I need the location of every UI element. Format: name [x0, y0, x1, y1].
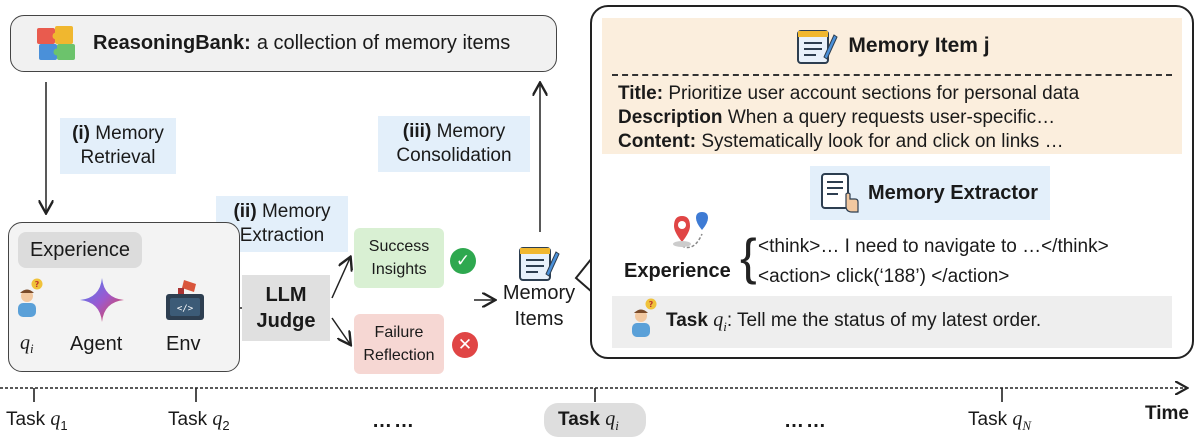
experience-title: Experience [18, 232, 142, 268]
memory-item-header: Memory Item j [602, 18, 1182, 74]
time-label: Time [1145, 403, 1190, 424]
memory-notebook-icon [519, 247, 560, 281]
extractor-label: Memory Extractor [868, 181, 1039, 204]
env-label: Env [166, 333, 201, 355]
document-click-icon [821, 173, 859, 213]
memory-notebook-icon [797, 30, 839, 64]
field-title: Title: Prioritize user account sections … [618, 83, 1080, 104]
timeline-dots-1: …… [372, 410, 416, 432]
experience-q: qi [20, 332, 34, 357]
field-content: Content: Systematically look for and cli… [618, 131, 1064, 152]
current-task-highlight [544, 403, 646, 437]
puzzle-icon [37, 25, 75, 60]
to-success-arrow [331, 258, 350, 299]
panel-experience-label: Experience [624, 260, 731, 282]
panel-tail [574, 257, 593, 293]
think-text: <think>… I need to navigate to …</think> [758, 236, 1109, 257]
cross-icon: ✕ [452, 332, 478, 358]
agent-label: Agent [70, 333, 123, 355]
timeline-task-i: Task qi [558, 408, 619, 433]
timeline-task-n: Task qN [968, 408, 1032, 433]
bank-name: ReasoningBank: [93, 32, 251, 54]
task-text: : Tell me the status of my latest order. [726, 310, 1042, 332]
to-failure-arrow [331, 317, 350, 344]
timeline-task-1: Task q1 [6, 408, 68, 433]
memory-extractor: Memory Extractor [810, 166, 1050, 220]
memory-item-title: Memory Item j [848, 34, 990, 57]
svg-text:?: ? [649, 300, 654, 309]
header-divider [612, 74, 1172, 76]
location-pins-icon [673, 212, 708, 249]
task-bar: Task qi: Tell me the status of my latest… [612, 296, 1172, 348]
reasoning-bank-box: ReasoningBank:a collection of memory ite… [10, 15, 557, 72]
agent-star-icon [80, 278, 124, 322]
action-text: <action> click(‘188’) </action> [758, 266, 1010, 287]
check-icon: ✓ [450, 248, 476, 274]
brace: { [740, 229, 757, 285]
memory-item-fields: Title: Prioritize user account sections … [602, 74, 1182, 154]
field-description: Description When a query requests user-s… [618, 107, 1056, 128]
task-label: Task [666, 310, 708, 332]
svg-text:?: ? [35, 280, 40, 289]
bank-desc: a collection of memory items [256, 32, 511, 54]
timeline-dots-2: …… [784, 410, 828, 432]
timeline-task-2: Task q2 [168, 408, 230, 433]
svg-text:</>: </> [177, 304, 194, 314]
user-question-icon: ? [632, 298, 657, 337]
env-icon: </> [166, 280, 204, 320]
user-question-icon: ? [18, 278, 43, 317]
